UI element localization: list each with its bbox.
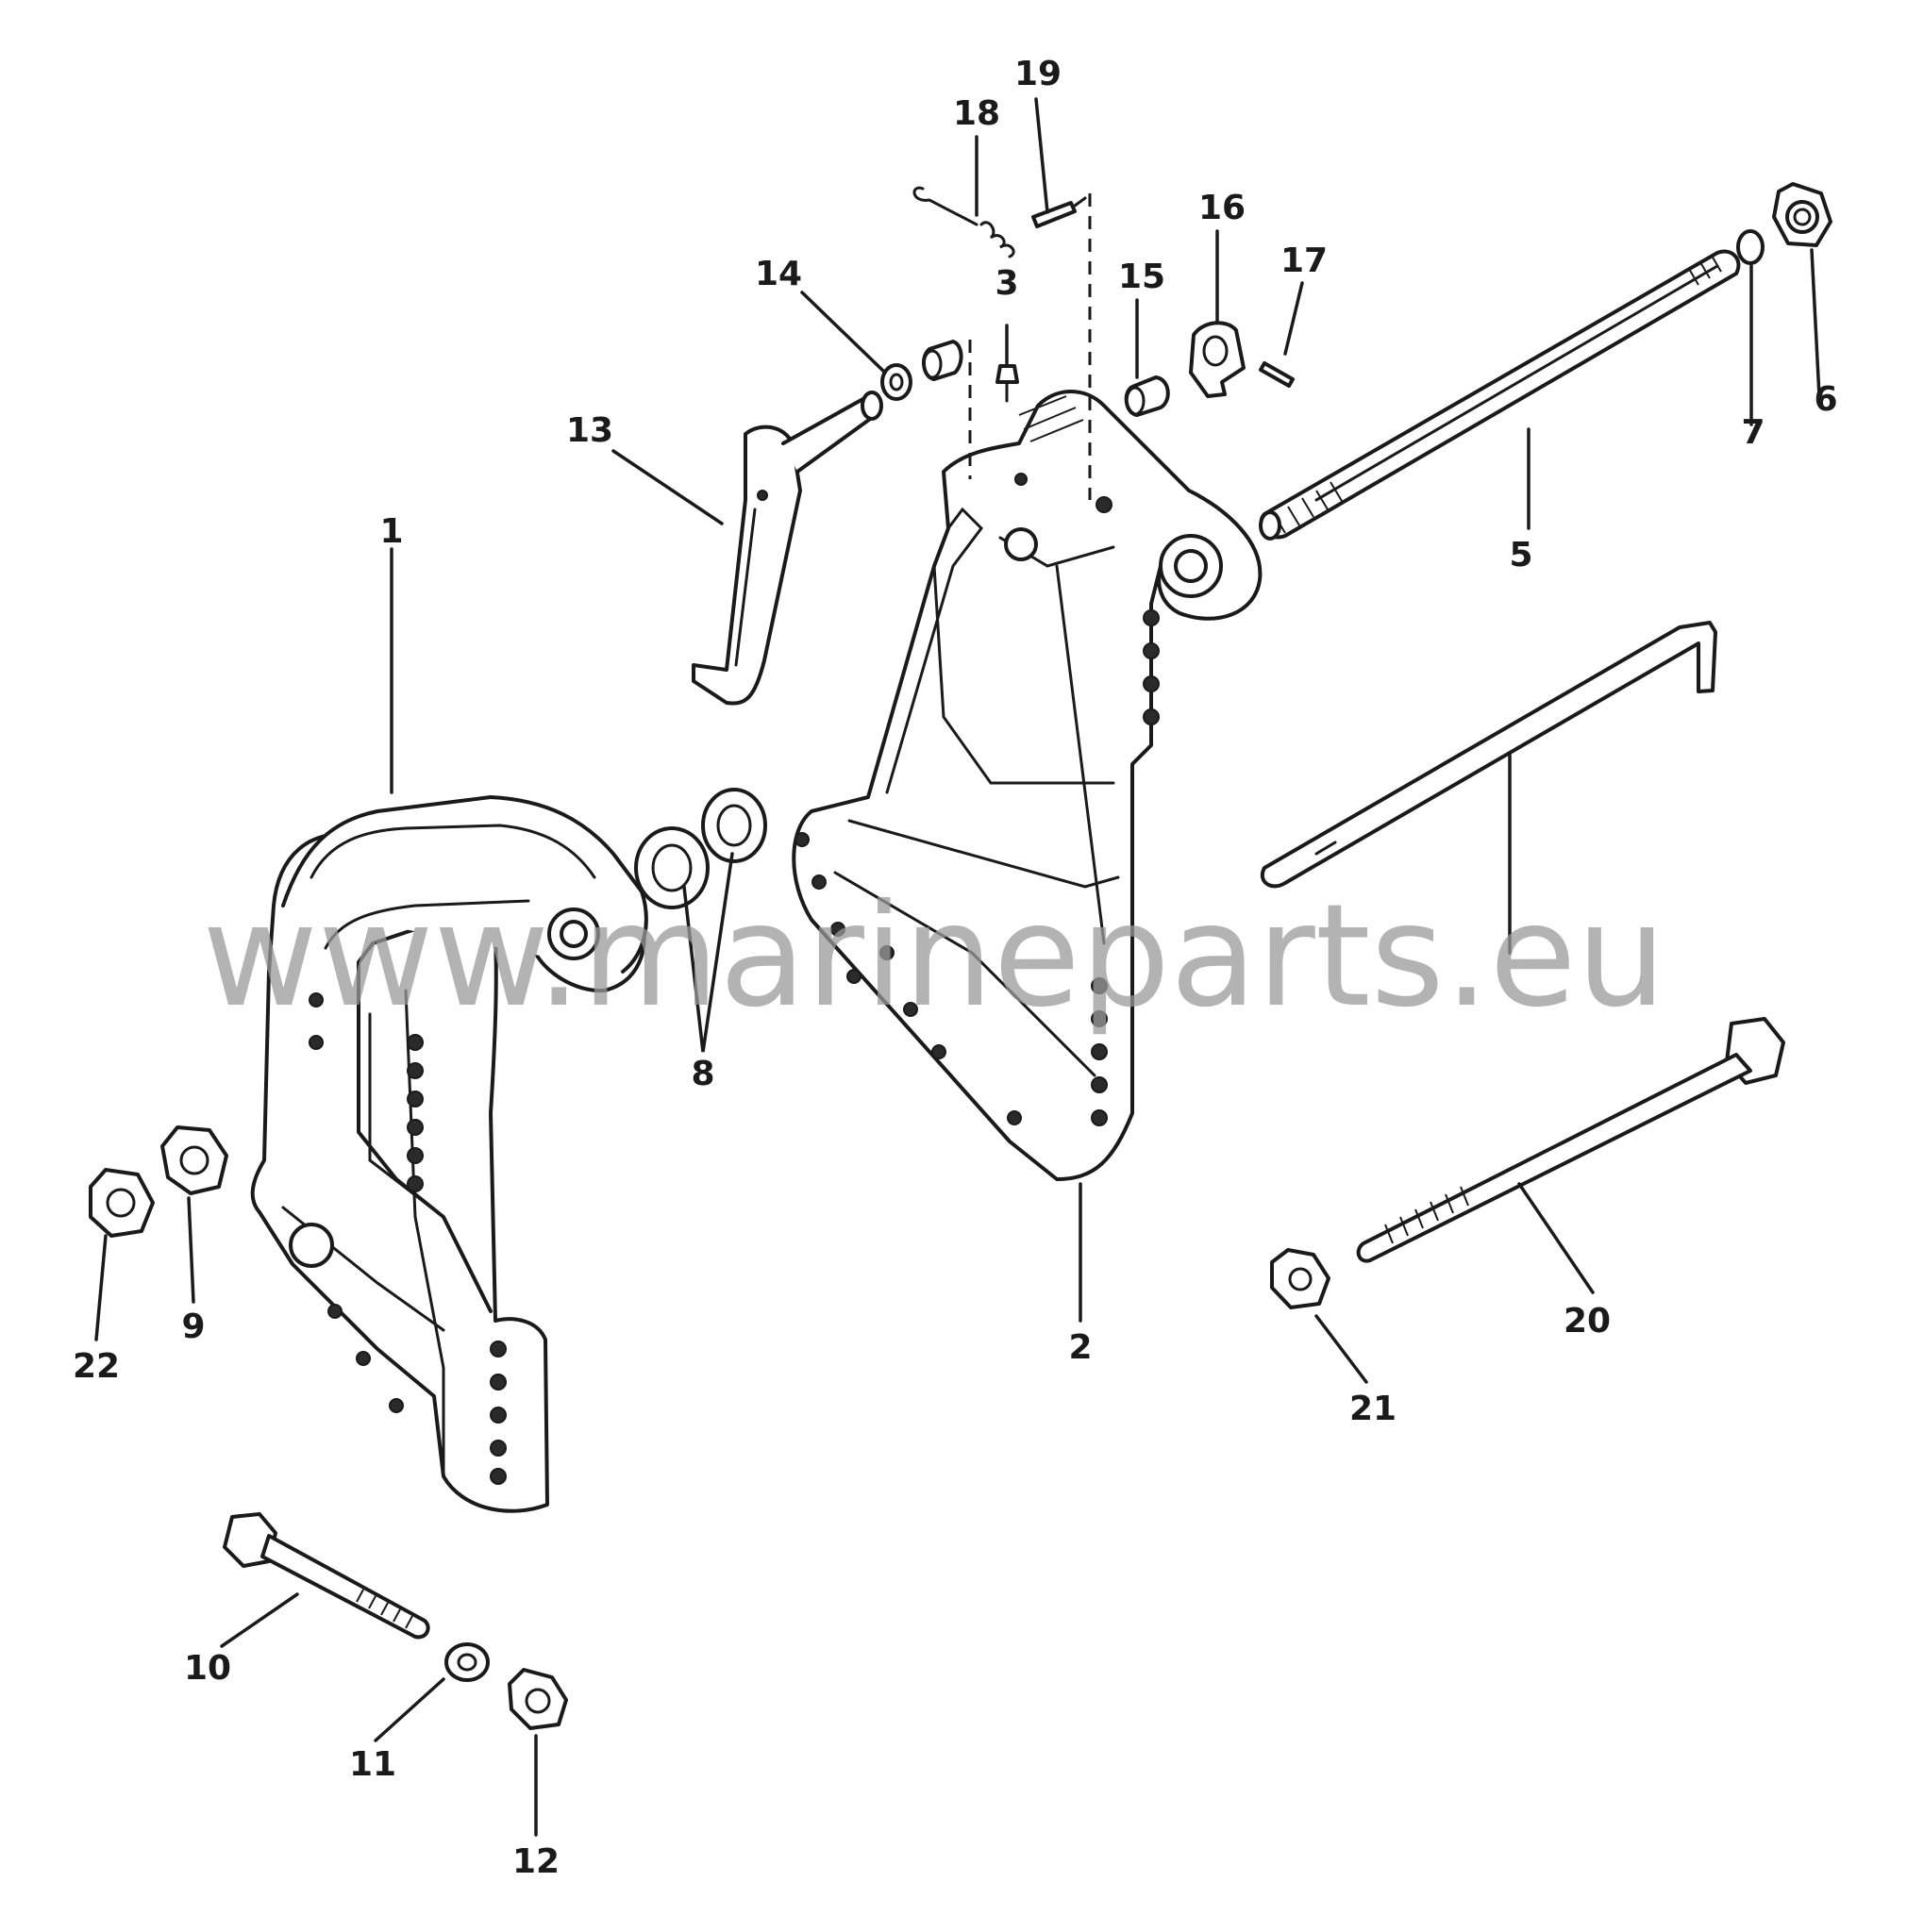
part-1-port-clamp-bracket <box>250 795 648 1513</box>
assembly-lines <box>968 193 1092 500</box>
part-18-spring <box>912 186 1015 258</box>
part-8-thrust-washers <box>634 788 767 909</box>
callout-11: 11 <box>349 1745 396 1784</box>
leader-lines <box>94 97 1821 1837</box>
callout-10: 10 <box>184 1649 231 1688</box>
callout-14: 14 <box>755 255 802 293</box>
callout-20: 20 <box>1564 1302 1611 1341</box>
callout-19: 19 <box>1014 55 1062 93</box>
callout-21: 21 <box>1349 1390 1397 1428</box>
callout-22: 22 <box>73 1347 120 1386</box>
callout-12: 12 <box>512 1842 560 1881</box>
part-10-bolt <box>223 1512 430 1640</box>
callout-3: 3 <box>995 264 1018 303</box>
callout-labels: 1 2 3 5 6 7 8 9 10 11 12 13 14 15 16 17 … <box>73 55 1838 1881</box>
part-6-nut <box>1772 182 1832 247</box>
part-5-tilt-tube <box>1259 249 1741 541</box>
callout-13: 13 <box>566 411 613 450</box>
part-15-bushing <box>1124 375 1170 417</box>
part-3-grease-fitting <box>995 364 1019 403</box>
part-11-washer <box>444 1642 490 1682</box>
watermark-text: www.marineparts.eu <box>202 874 1666 1039</box>
callout-16: 16 <box>1198 189 1246 227</box>
part-22-nut <box>89 1168 155 1238</box>
part-9-nut <box>160 1125 228 1195</box>
part-14-washer <box>880 363 912 401</box>
part-12-nut <box>508 1668 568 1730</box>
callout-15: 15 <box>1118 258 1165 296</box>
callout-17: 17 <box>1280 242 1328 280</box>
callout-2: 2 <box>1068 1328 1092 1367</box>
callout-1: 1 <box>379 512 403 551</box>
part-7-washer <box>1736 229 1765 265</box>
callout-8: 8 <box>691 1055 714 1093</box>
part-21-nut <box>1270 1248 1330 1309</box>
part-19-pin <box>1031 196 1087 228</box>
callout-9: 9 <box>181 1307 205 1346</box>
part-16-collar <box>1189 321 1246 398</box>
part-17-pin <box>1259 361 1295 388</box>
callout-6: 6 <box>1814 380 1837 419</box>
callout-7: 7 <box>1741 413 1765 452</box>
callout-18: 18 <box>953 94 1000 133</box>
part-13-tilt-lock-lever <box>692 391 883 706</box>
part-2-starboard-clamp-bracket <box>792 390 1263 1181</box>
part-20-long-bolt <box>1356 1017 1785 1263</box>
bushing-part <box>922 340 963 381</box>
callout-5: 5 <box>1509 536 1532 575</box>
part-4-tilt-pin <box>1261 621 1717 889</box>
